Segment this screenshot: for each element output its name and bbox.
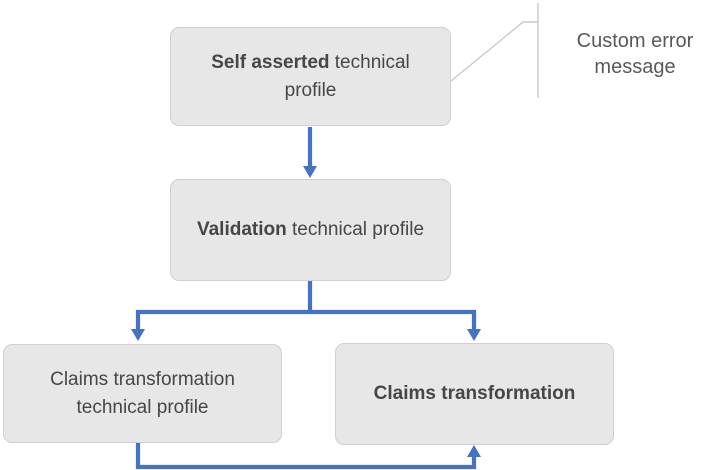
box-self-asserted-technical-profile: Self asserted technical profile	[170, 27, 451, 126]
box-label: Claims transformation technical profile	[50, 368, 235, 418]
split-connector	[135, 309, 477, 330]
box-label: Validation technical profile	[196, 219, 425, 240]
box-label: Claims transformation	[373, 383, 576, 404]
arrowhead-down-icon	[131, 329, 145, 341]
arrowhead-up-icon	[467, 445, 481, 457]
bottom-loop-connector	[135, 443, 477, 470]
box-validation-technical-profile: Validation technical profile	[170, 179, 451, 281]
box-label: Self asserted technical profile	[211, 51, 410, 101]
arrowhead-down-icon	[303, 166, 317, 178]
box-claims-transformation: Claims transformation	[335, 343, 614, 445]
callout-custom-error-message: Custom error message	[576, 30, 694, 78]
arrowhead-down-icon	[467, 329, 481, 341]
box-claims-transformation-technical-profile: Claims transformation technical profile	[3, 344, 282, 443]
callout-leader-line	[450, 21, 538, 82]
